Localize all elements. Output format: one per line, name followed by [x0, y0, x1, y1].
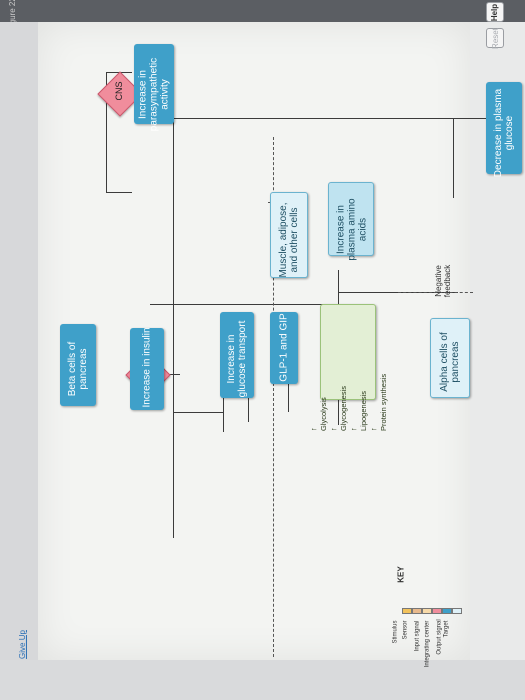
- process-item: ↑ Glycolysis: [309, 397, 328, 431]
- process-item: ↑ Protein synthesis: [369, 373, 388, 431]
- connector-cns-bottom: [106, 192, 132, 193]
- key-swatch-stimulus: [402, 608, 412, 614]
- connector-cns-left: [106, 72, 107, 192]
- cns-label: CNS: [114, 81, 124, 101]
- key-swatch-sensor: [412, 608, 422, 614]
- glp1-gip-node: GLP-1 and GIP: [270, 312, 298, 384]
- decrease-glucose-label: Decrease in plasma glucose: [493, 88, 515, 178]
- insulin-label: Increase in insulin: [141, 327, 153, 408]
- connector-top-main: [173, 118, 493, 119]
- muscle-adipose-label: Muscle, adipose, and other cells: [278, 202, 300, 278]
- connector-right-top: [453, 118, 454, 198]
- beta-cells-label: Beta cells of pancreas: [67, 341, 89, 397]
- key-label-target: Target: [443, 620, 450, 638]
- key-label-input: Input signal: [414, 620, 421, 652]
- decrease-glucose-node: Decrease in plasma glucose: [486, 82, 522, 177]
- glp1-gip-label: GLP-1 and GIP: [278, 313, 290, 382]
- key-swatch-integrating: [432, 608, 442, 614]
- process-item: ↑ Lipogenesis: [349, 390, 368, 431]
- insulin-node: Increase in insulin: [130, 327, 164, 410]
- top-strip: Figure 22.10: [0, 0, 525, 31]
- negative-feedback-label: Negative feedback: [434, 264, 452, 298]
- give-up-link[interactable]: Give Up: [17, 630, 27, 659]
- key-title: KEY: [396, 566, 406, 583]
- diagram-panel: CNS Increase in parasympathetic activity…: [38, 22, 493, 667]
- glucose-transport-node: Increase in glucose transport: [220, 312, 254, 398]
- reset-label: Reset: [490, 27, 500, 49]
- beta-cells-node: Beta cells of pancreas: [60, 324, 96, 406]
- key-swatch-output: [442, 608, 452, 614]
- help-label: Help: [490, 3, 500, 21]
- process-item: ↑ Glycogenesis: [329, 385, 348, 431]
- alpha-cells-label: Alpha cells of pancreas: [439, 332, 461, 392]
- parasympathetic-node: Increase in parasympathetic activity: [134, 44, 174, 131]
- help-button[interactable]: Help: [486, 2, 504, 22]
- parasympathetic-label: Increase in parasympathetic activity: [137, 57, 171, 132]
- alpha-cells-node: Alpha cells of pancreas: [430, 318, 470, 398]
- key-swatch-input: [422, 608, 432, 614]
- left-strip: [0, 22, 38, 660]
- connector-horizontal-beta: [150, 304, 345, 305]
- amino-acids-node: Increase in plasma amino acids: [328, 182, 374, 261]
- bottom-strip: [0, 660, 525, 700]
- reset-button[interactable]: Reset: [486, 28, 504, 48]
- processes-box: ↑ Glycolysis ↑ Glycogenesis ↑ Lipogenesi…: [309, 304, 388, 431]
- processes-list: ↑ Glycolysis ↑ Glycogenesis ↑ Lipogenesi…: [309, 335, 389, 431]
- key-label-sensor: Sensor: [402, 620, 409, 640]
- key-label-stimulus: Stimulus: [392, 620, 399, 644]
- connector-para-vertical: [173, 118, 174, 538]
- key-label-integrating: Integrating center: [424, 620, 431, 668]
- negative-feedback-line: [273, 137, 274, 657]
- key-label-output: Output signal: [436, 619, 443, 655]
- glucose-transport-label: Increase in glucose transport: [226, 320, 248, 398]
- muscle-adipose-node: Muscle, adipose, and other cells: [270, 192, 308, 278]
- negative-feedback-connector: [398, 292, 473, 293]
- key-swatch-target: [452, 608, 462, 614]
- amino-acids-label: Increase in plasma amino acids: [335, 198, 369, 261]
- connector-to-insulin-diamond: [173, 412, 223, 413]
